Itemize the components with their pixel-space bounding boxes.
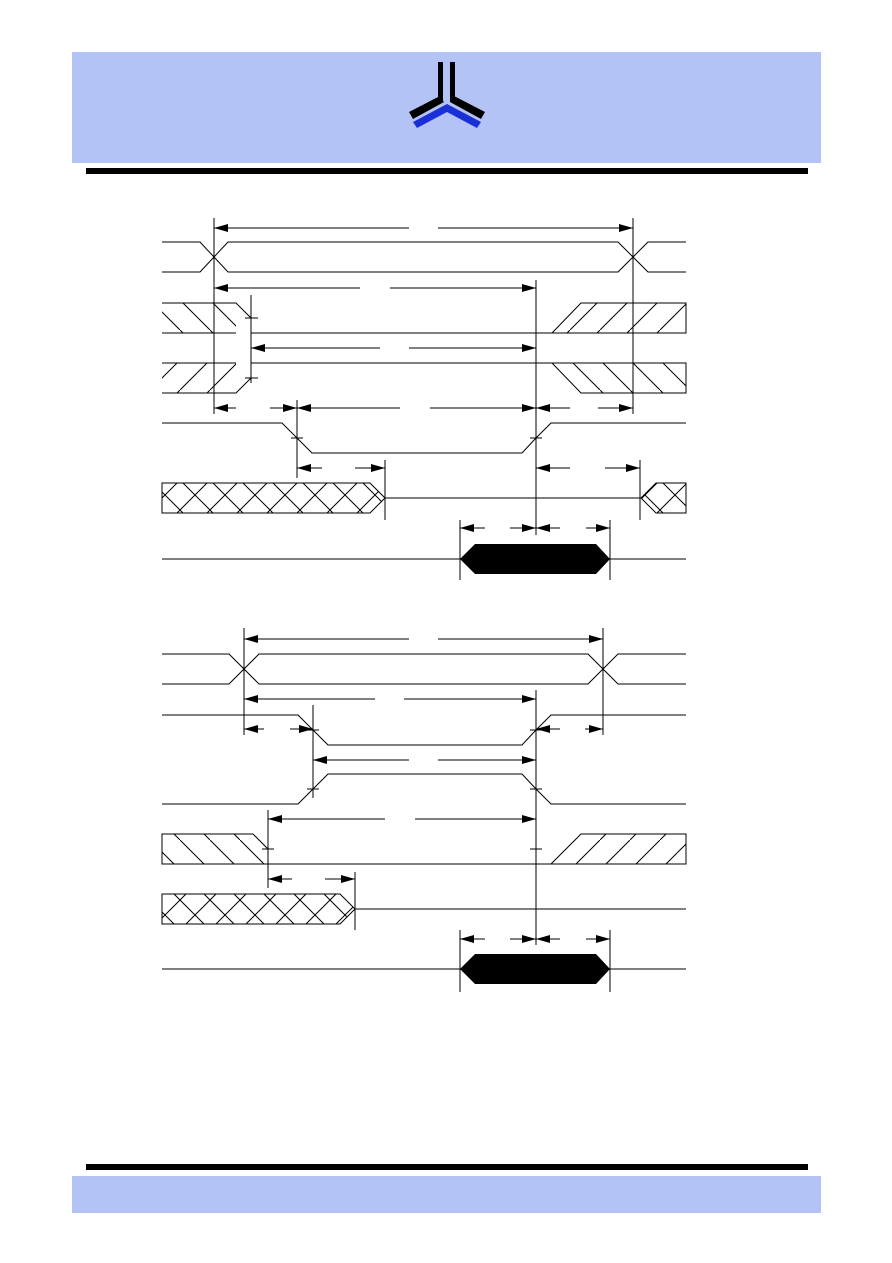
write-control-signal [161,833,687,865]
chip-select-signal [162,302,687,394]
write-setup-dimensions [244,725,603,733]
data-valid-dimensions [460,524,610,532]
write-pulse-dimension [313,756,536,764]
address-access-dimension [214,284,536,292]
data-in-dimension [268,875,355,883]
data-valid-signal [162,544,686,574]
output-enable-signal [162,422,686,454]
output-timing-dimensions [297,464,640,472]
footer-rule [86,1164,808,1170]
address-to-write-end-dimension [244,695,536,703]
cycle-time-dimension [214,224,633,232]
address-signal [162,241,686,273]
data-hold-dimensions [460,935,610,943]
data-in-signal [161,893,686,925]
data-setup-dimension [268,815,536,823]
setup-hold-dimensions [214,404,633,412]
timing-diagram-1 [161,218,687,580]
footer-band [72,1176,821,1213]
write-enable-signal [162,773,686,805]
write-data-valid-signal [162,954,686,984]
chip-select-access-dimension [251,344,536,352]
write-address-signal [162,653,686,685]
timing-diagram-2 [161,628,687,992]
header-rule [86,168,808,174]
write-chip-select-signal [162,714,686,746]
write-cycle-dimension [244,635,603,643]
data-out-signal [161,482,687,514]
company-logo-icon [409,62,485,128]
